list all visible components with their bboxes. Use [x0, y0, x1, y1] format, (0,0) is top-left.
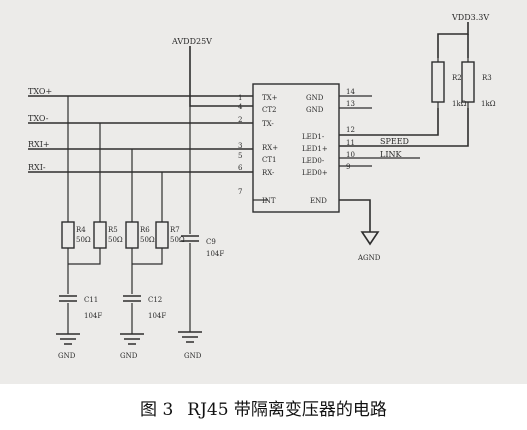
r4-value: 50Ω: [76, 236, 91, 244]
pin-7-num: 7: [238, 188, 242, 196]
link-label: LINK: [380, 150, 402, 159]
c11-value: 104F: [84, 312, 102, 320]
pin-3-name: RX+: [262, 144, 278, 152]
rj45-transformer-schematic: AVDD25V VDD3.3V TXO+ TXO- RXI+ RXI- 1 TX…: [0, 0, 527, 384]
avdd-wire: [189, 46, 253, 107]
gnd-label-2: GND: [120, 352, 138, 360]
pin-4-num: 4: [238, 103, 243, 111]
figure-caption: 图 3 RJ45 带隔离变压器的电路: [0, 384, 527, 430]
ground-icon: [178, 331, 202, 343]
txn-label: TXO-: [28, 114, 49, 123]
pin-2-name: TX-: [262, 120, 274, 128]
pin-4-name: CT2: [262, 106, 276, 114]
pin-13-num: 13: [346, 100, 355, 108]
r4-ref: R4: [76, 226, 86, 234]
wire-r2: [339, 108, 439, 136]
gnd-label-3: GND: [184, 352, 202, 360]
pin-12-num: 12: [346, 126, 355, 134]
resistor-r3: [461, 61, 475, 103]
wire-agnd: [339, 199, 371, 232]
r6-value: 50Ω: [140, 236, 155, 244]
ground-icon: [120, 333, 144, 345]
figure-number: 图 3: [140, 399, 174, 420]
c9-value: 104F: [206, 250, 224, 258]
capacitor-c9: [181, 235, 199, 242]
resistor-r4: [61, 221, 75, 249]
r6-ref: R6: [140, 226, 150, 234]
r2-ref: R2: [452, 74, 462, 82]
pin-6-name: RX-: [262, 169, 275, 177]
vdd-label: VDD3.3V: [451, 13, 489, 22]
c9-ref: C9: [206, 238, 216, 246]
pin-14-num: 14: [346, 88, 355, 96]
pin-5-num: 5: [238, 152, 242, 160]
pin-3-num: 3: [238, 142, 242, 150]
pin-6-num: 6: [238, 164, 243, 172]
avdd-label: AVDD25V: [171, 37, 212, 46]
r5-value: 50Ω: [108, 236, 123, 244]
capacitor-c12: [123, 295, 141, 302]
r7-value: 50Ω: [170, 236, 185, 244]
agnd-icon: [360, 231, 380, 246]
resistor-r5: [93, 221, 107, 249]
r3-ref: R3: [482, 74, 492, 82]
vdd-rail: [437, 22, 469, 58]
r5-junction: [68, 248, 101, 265]
r3-value: 1kΩ: [481, 100, 496, 108]
pin-9-num: 9: [346, 163, 350, 171]
pin-14-name: GND: [306, 94, 324, 102]
resistor-r2: [431, 61, 445, 103]
r7-ref: R7: [170, 226, 180, 234]
pin-13-name: GND: [306, 106, 324, 114]
pin-9-name: LED0+: [302, 169, 328, 177]
r7-junction: [132, 248, 163, 265]
c12-value: 104F: [148, 312, 166, 320]
transformer-box: [252, 83, 340, 213]
pin-7-name: INT: [262, 197, 276, 205]
ground-icon: [56, 333, 80, 345]
pin-12-name: LED1-: [302, 133, 325, 141]
txp-label: TXO+: [28, 87, 52, 96]
pin-1-num: 1: [238, 94, 242, 102]
resistor-r7: [155, 221, 169, 249]
pin-8-name: END: [310, 197, 327, 205]
pin-11-num: 11: [346, 139, 355, 147]
gnd-label-1: GND: [58, 352, 76, 360]
speed-label: SPEED: [380, 137, 409, 146]
agnd-label: AGND: [357, 254, 381, 262]
capacitor-c11: [59, 295, 77, 302]
pullup-leads: [437, 58, 469, 108]
pin-11-name: LED1+: [302, 145, 328, 153]
pin-5-name: CT1: [262, 156, 276, 164]
pin-10-num: 10: [346, 151, 355, 159]
wire-r3: [339, 108, 469, 147]
r2-value: 1kΩ: [452, 100, 467, 108]
pin-10-name: LED0-: [302, 157, 325, 165]
resistor-r6: [125, 221, 139, 249]
rxn-label: RXI-: [28, 163, 46, 172]
pin-1-name: TX+: [262, 94, 278, 102]
c12-ref: C12: [148, 296, 162, 304]
c11-ref: C11: [84, 296, 98, 304]
rxp-label: RXI+: [28, 140, 50, 149]
figure-title: RJ45 带隔离变压器的电路: [187, 399, 387, 420]
r5-ref: R5: [108, 226, 118, 234]
pin-2-num: 2: [238, 116, 242, 124]
